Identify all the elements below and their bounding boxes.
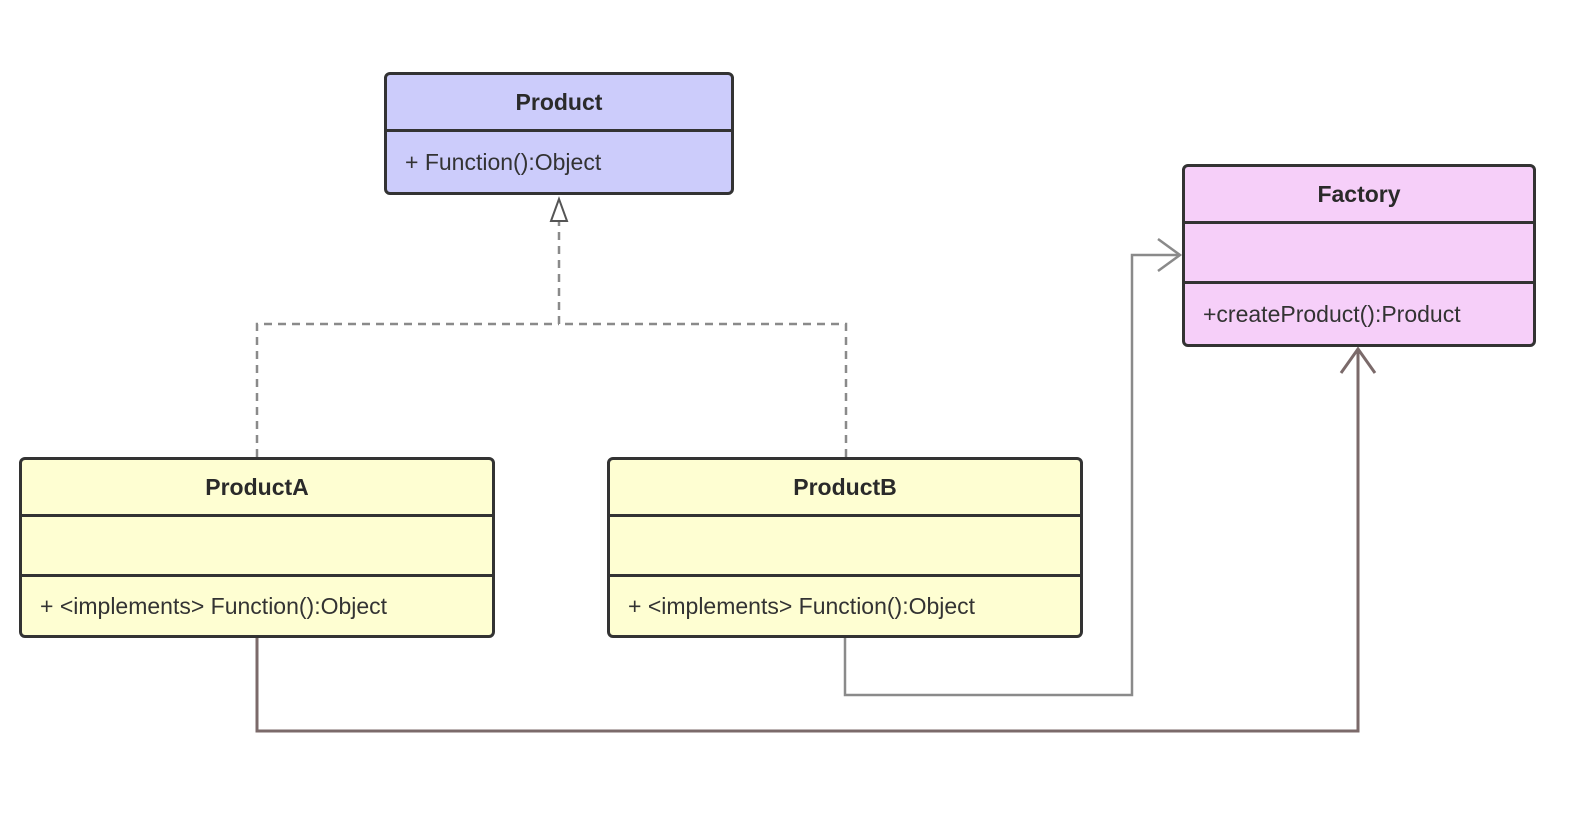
class-producta[interactable]: ProductA + <implements> Function():Objec… <box>19 457 495 638</box>
realization-line-productb <box>559 322 848 457</box>
open-arrowhead-icon <box>1339 346 1377 374</box>
class-operation: + <implements> Function():Object <box>628 592 976 619</box>
class-name: ProductA <box>22 460 492 517</box>
class-operation: + <implements> Function():Object <box>40 592 388 619</box>
class-factory[interactable]: Factory +createProduct():Product <box>1182 164 1536 347</box>
class-name: Product <box>387 75 731 132</box>
association-productb-factory <box>843 237 1183 697</box>
class-attributes <box>610 517 1080 577</box>
open-arrowhead-icon <box>1157 237 1183 273</box>
association-producta-factory <box>255 346 1377 733</box>
realization-line-producta <box>255 322 559 457</box>
class-operation: +createProduct():Product <box>1203 300 1461 327</box>
association-line-productb <box>843 253 1178 697</box>
class-operation: + Function():Object <box>405 148 602 175</box>
hollow-triangle-arrowhead-icon <box>549 196 569 222</box>
class-attributes <box>1185 224 1533 284</box>
class-name: Factory <box>1185 167 1533 224</box>
class-productb[interactable]: ProductB + <implements> Function():Objec… <box>607 457 1083 638</box>
class-name: ProductB <box>610 460 1080 517</box>
realization-connector <box>255 196 848 457</box>
association-line-producta <box>255 350 1360 733</box>
class-attributes <box>22 517 492 577</box>
class-product[interactable]: Product + Function():Object <box>384 72 734 195</box>
